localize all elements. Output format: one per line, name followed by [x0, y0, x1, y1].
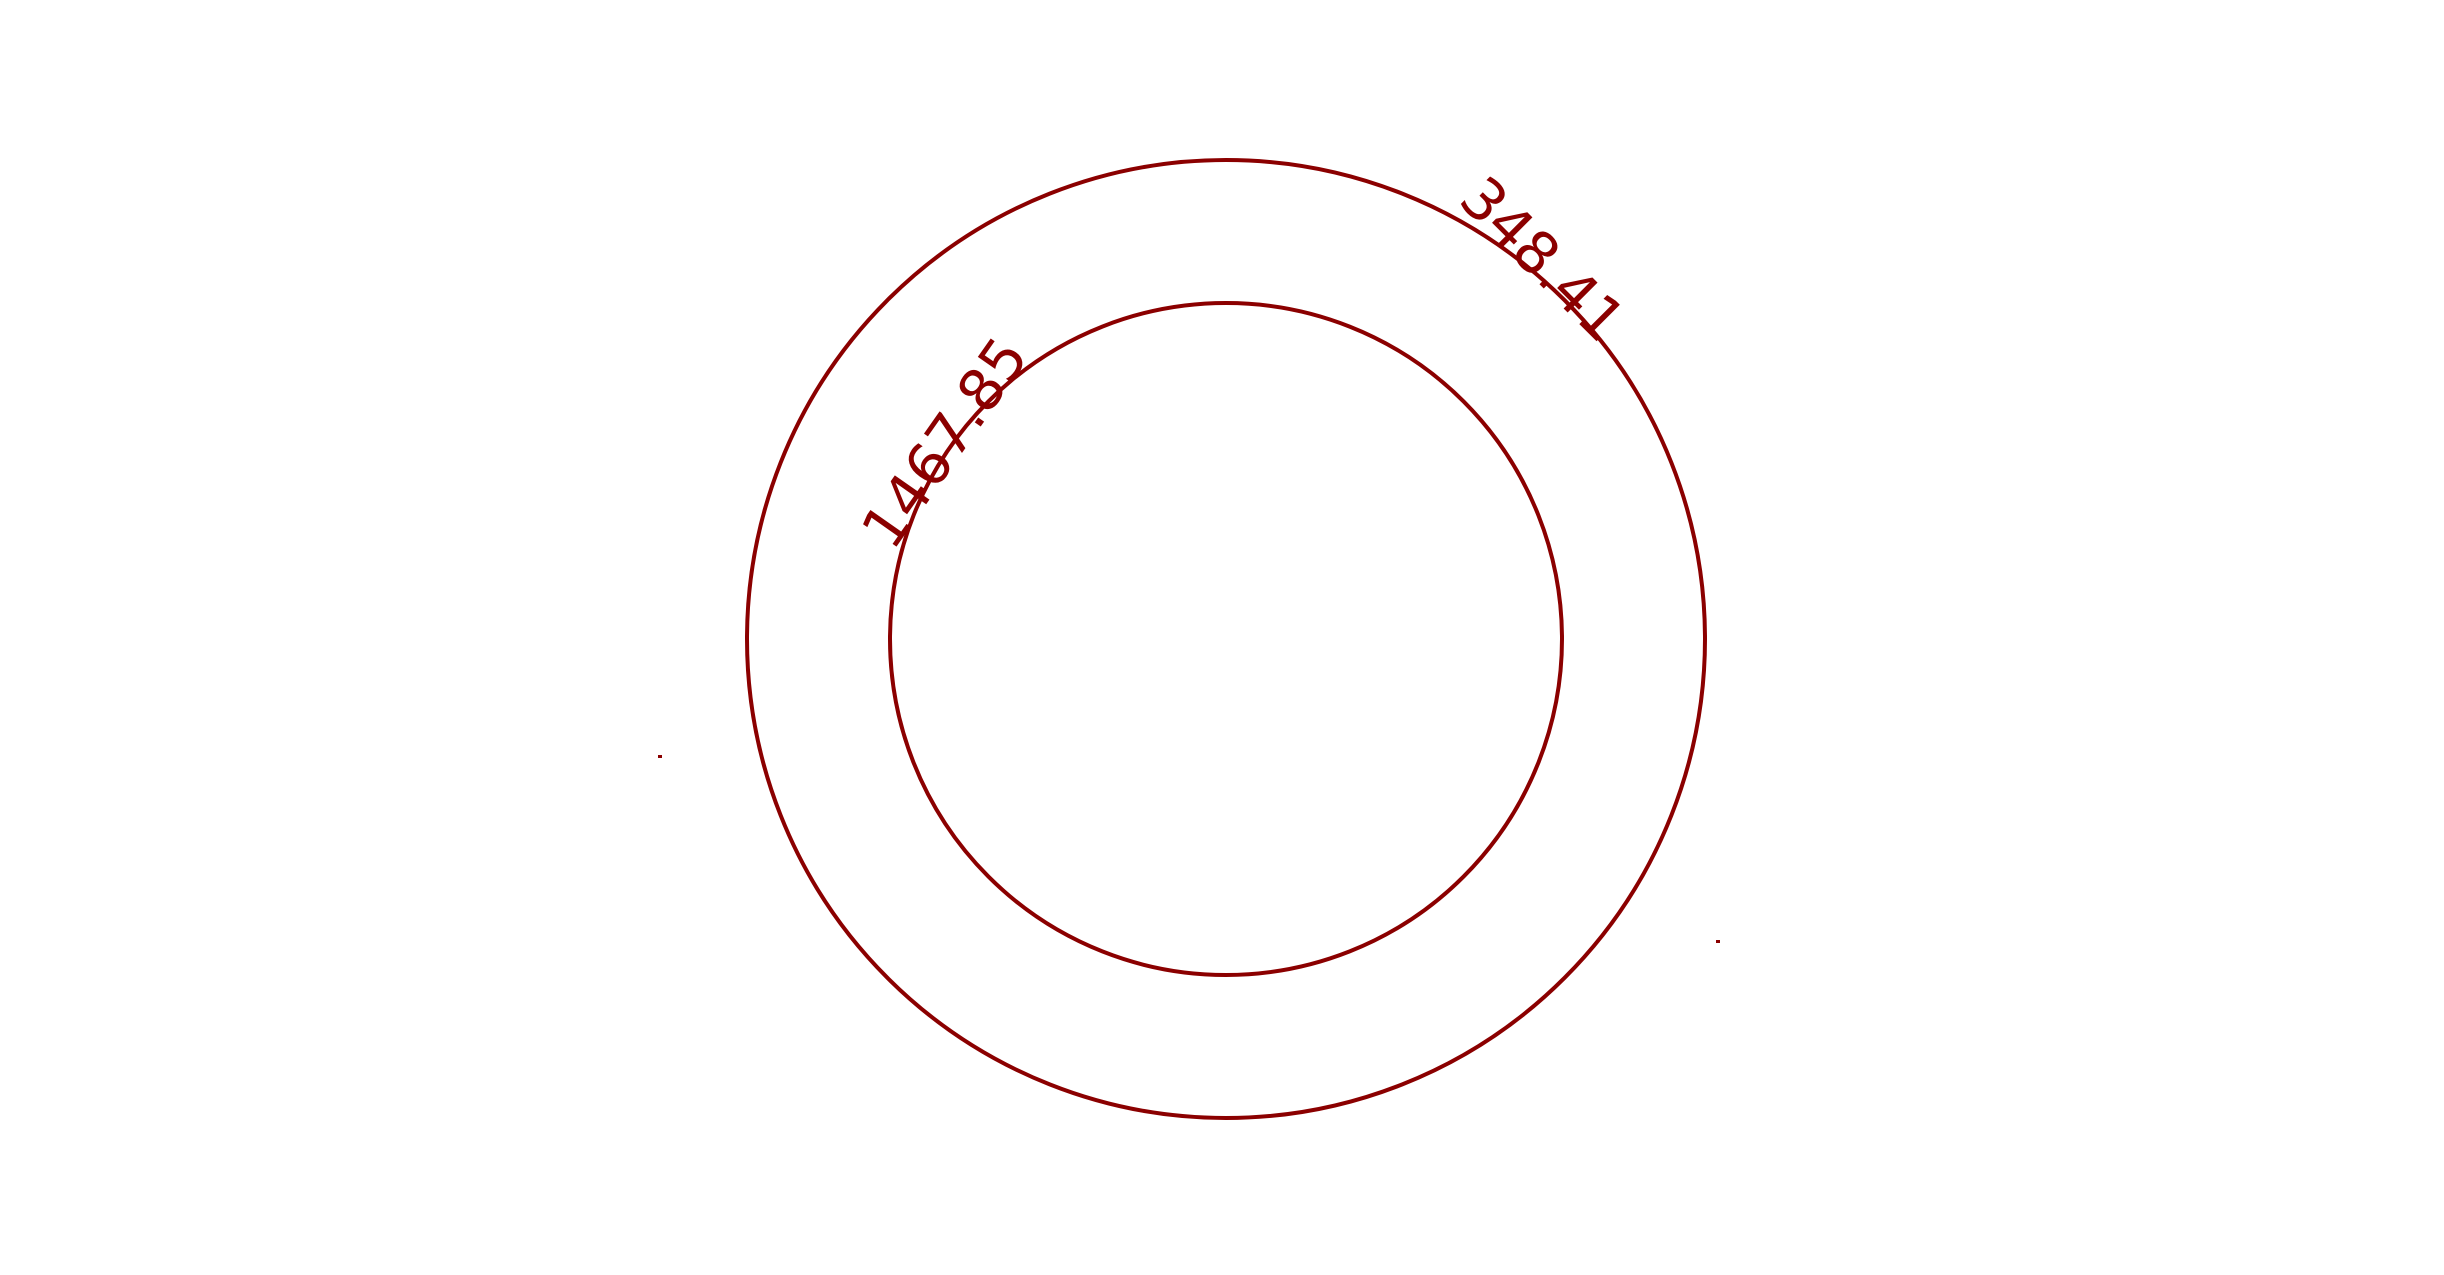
outer-circle: [745, 158, 1707, 1120]
stray-mark-left: [658, 755, 662, 758]
stray-mark-right: [1716, 940, 1720, 943]
outer-circle-label: 348.41: [1447, 163, 1639, 355]
inner-circle: [888, 301, 1564, 977]
inner-circle-label: 1467.85: [848, 325, 1041, 560]
